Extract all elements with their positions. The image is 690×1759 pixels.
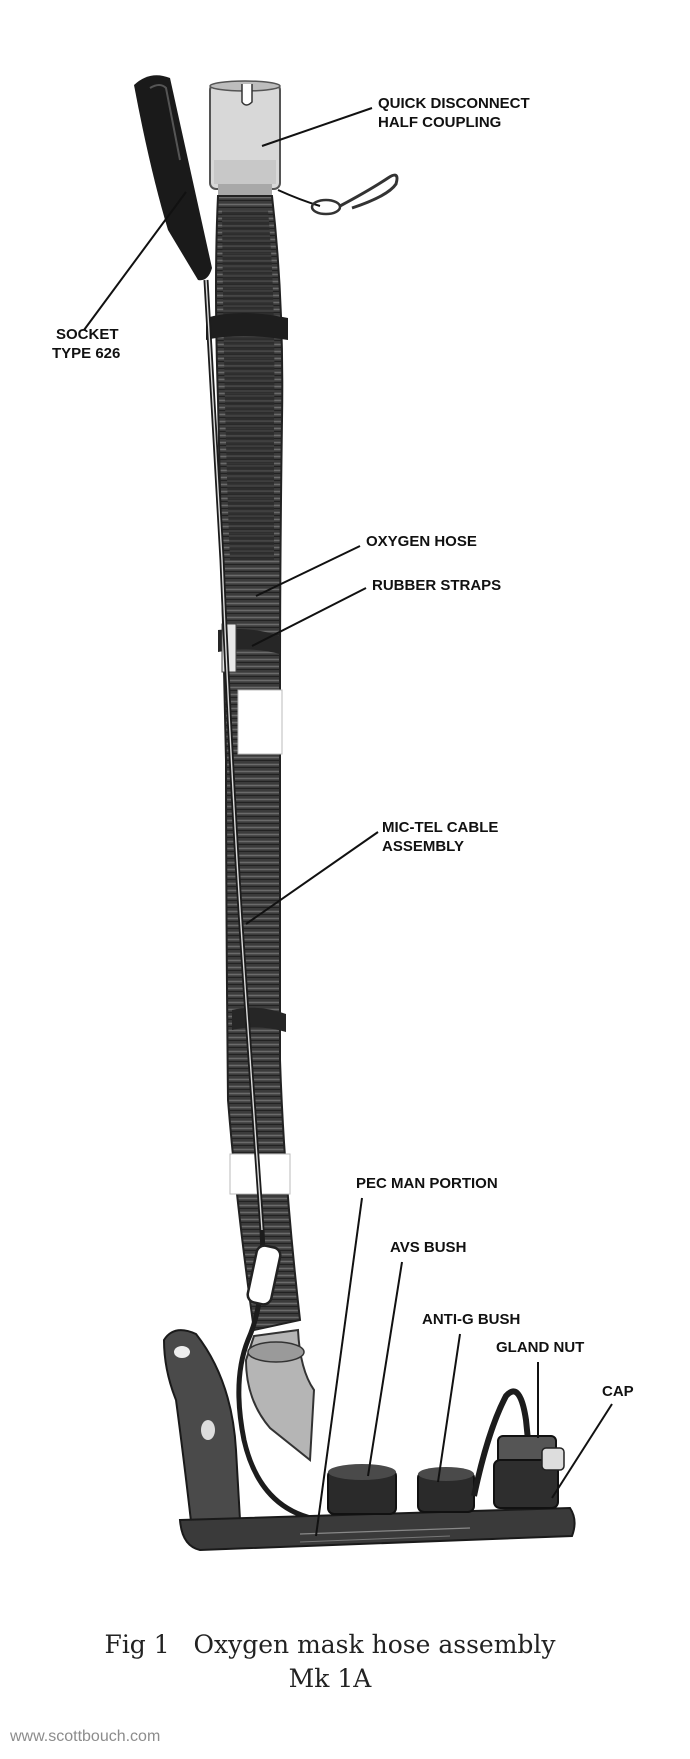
rubber-straps-label: RUBBER STRAPS (372, 577, 501, 594)
avs-bush (327, 1464, 397, 1515)
caption-line-2: Mk 1A (288, 1664, 372, 1693)
quick-disconnect-label: QUICK DISCONNECT HALF COUPLING (378, 95, 534, 131)
hose-assembly-diagram: QUICK DISCONNECT HALF COUPLING SOCKET TY… (52, 75, 634, 1552)
cap (541, 1447, 565, 1471)
anti-g-bush (417, 1467, 475, 1513)
anti-g-bush-label: ANTI-G BUSH (422, 1311, 520, 1328)
gland-nut (471, 1388, 559, 1509)
socket-type-626 (134, 75, 212, 281)
figure-caption: Fig 1 Oxygen mask hose assembly Mk 1A (0, 1628, 660, 1696)
gland-nut-label: GLAND NUT (496, 1339, 584, 1356)
pec-man-portion (162, 1329, 576, 1552)
oxygen-hose-label: OXYGEN HOSE (366, 533, 477, 550)
watermark: www.scottbouch.com (10, 1728, 161, 1745)
mic-tel-cable (203, 279, 321, 1523)
caption-line-1: Fig 1 Oxygen mask hose assembly (104, 1630, 556, 1659)
leader-lines (83, 107, 613, 1537)
snap-hook (277, 173, 399, 216)
socket-label: SOCKET TYPE 626 (52, 326, 123, 362)
oxygen-hose (215, 195, 316, 1462)
pec-man-label: PEC MAN PORTION (356, 1175, 498, 1192)
cap-label: CAP (602, 1383, 634, 1400)
avs-bush-label: AVS BUSH (390, 1239, 466, 1256)
mic-tel-cable-label: MIC-TEL CABLE ASSEMBLY (382, 819, 503, 855)
quick-disconnect-coupling (209, 80, 281, 198)
